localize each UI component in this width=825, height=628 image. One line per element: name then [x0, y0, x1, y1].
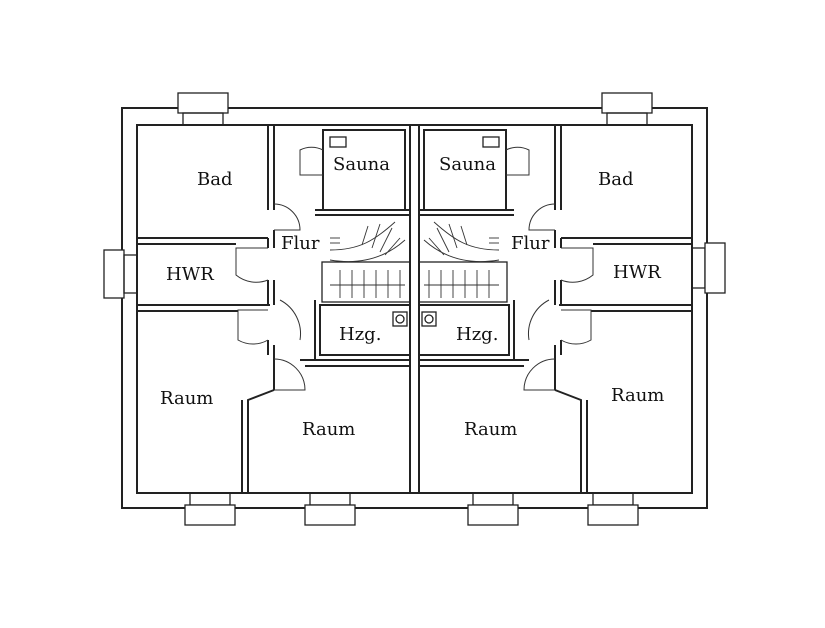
label-hzg-right: Hzg. — [456, 324, 498, 345]
window-left-side — [103, 249, 138, 299]
outer-wall-inner-line — [136, 124, 693, 494]
stair-left — [321, 221, 411, 303]
stair-right — [418, 221, 508, 303]
label-flur-right: Flur — [511, 233, 550, 254]
window-bottom-2 — [304, 492, 356, 526]
window-bottom-1 — [184, 492, 236, 526]
label-bad-right: Bad — [598, 169, 633, 190]
label-hwr-left: HWR — [166, 264, 214, 285]
label-sauna-right: Sauna — [439, 154, 496, 175]
window-top-left — [177, 92, 229, 126]
hzg-room-right — [418, 304, 510, 356]
label-hwr-right: HWR — [613, 262, 661, 283]
label-raum-left-outer: Raum — [160, 388, 213, 409]
label-bad-left: Bad — [197, 169, 232, 190]
window-bottom-3 — [467, 492, 519, 526]
window-top-right — [601, 92, 653, 126]
outer-wall-outer-line — [121, 107, 708, 509]
window-right-side — [691, 242, 726, 294]
hzg-room-left — [319, 304, 411, 356]
label-raum-right-outer: Raum — [611, 385, 664, 406]
label-sauna-left: Sauna — [333, 154, 390, 175]
label-raum-right-inner: Raum — [464, 419, 517, 440]
label-flur-left: Flur — [281, 233, 320, 254]
label-raum-left-inner: Raum — [302, 419, 355, 440]
label-hzg-left: Hzg. — [339, 324, 381, 345]
window-bottom-4 — [587, 492, 639, 526]
